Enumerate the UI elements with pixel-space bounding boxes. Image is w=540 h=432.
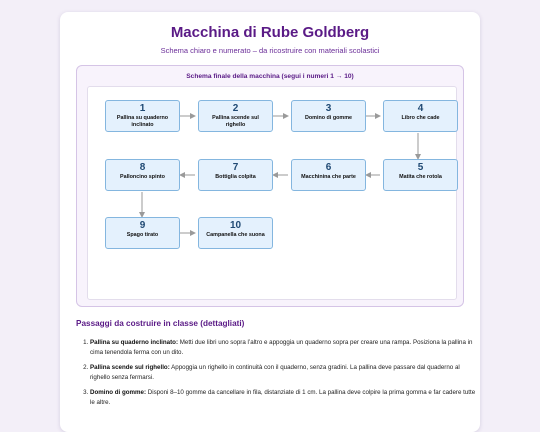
node-10: 10 Campanella che suona bbox=[198, 217, 273, 249]
node-number: 1 bbox=[139, 103, 146, 114]
node-label: Campanella che suona bbox=[206, 232, 265, 238]
node-label: Matita che rotola bbox=[399, 174, 442, 180]
step-name: Pallina su quaderno inclinato: bbox=[90, 339, 179, 346]
node-label: Spago tirato bbox=[126, 232, 159, 238]
page-title: Macchina di Rube Goldberg bbox=[170, 24, 370, 41]
node-number: 5 bbox=[417, 162, 424, 173]
node-2: 2 Pallina scende sul righello bbox=[198, 100, 273, 132]
node-number: 10 bbox=[229, 220, 242, 231]
node-4: 4 Libro che cade bbox=[383, 100, 458, 132]
node-label: Bottiglia colpita bbox=[215, 174, 256, 180]
diagram-title: Schema finale della macchina (segui i nu… bbox=[186, 73, 354, 80]
step-text: Disponi 8–10 gomme da cancellare in fila… bbox=[90, 389, 476, 406]
node-label: Domino di gomme bbox=[304, 115, 353, 121]
node-3: 3 Domino di gomme bbox=[291, 100, 366, 132]
node-9: 9 Spago tirato bbox=[105, 217, 180, 249]
step-item: Pallina su quaderno inclinato: Metti due… bbox=[90, 338, 480, 358]
node-number: 6 bbox=[325, 162, 332, 173]
step-name: Pallina scende sul righello: bbox=[90, 364, 170, 371]
node-label: Palloncino spinto bbox=[120, 174, 165, 180]
steps-title: Passaggi da costruire in classe (dettagl… bbox=[76, 319, 245, 328]
step-name: Domino di gomme: bbox=[90, 389, 147, 396]
step-text: Appoggia un righello in continuità con i… bbox=[90, 364, 460, 381]
node-label: Macchinina che parte bbox=[301, 174, 356, 180]
node-number: 2 bbox=[232, 103, 239, 114]
node-8: 8 Palloncino spinto bbox=[105, 159, 180, 191]
node-number: 8 bbox=[139, 162, 146, 173]
step-item: Domino di gomme: Disponi 8–10 gomme da c… bbox=[90, 388, 480, 408]
steps-list: Pallina su quaderno inclinato: Metti due… bbox=[76, 338, 480, 413]
node-label: Pallina su quaderno inclinato bbox=[116, 115, 169, 128]
node-number: 3 bbox=[325, 103, 332, 114]
node-1: 1 Pallina su quaderno inclinato bbox=[105, 100, 180, 132]
node-7: 7 Bottiglia colpita bbox=[198, 159, 273, 191]
node-number: 7 bbox=[232, 162, 239, 173]
page-subtitle: Schema chiaro e numerato – da ricostruir… bbox=[160, 46, 380, 55]
step-item: Pallina scende sul righello: Appoggia un… bbox=[90, 363, 480, 383]
node-label: Libro che cade bbox=[401, 115, 440, 121]
diagram-section: Schema finale della macchina (segui i nu… bbox=[76, 65, 464, 307]
node-6: 6 Macchinina che parte bbox=[291, 159, 366, 191]
diagram-canvas: 1 Pallina su quaderno inclinato 2 Pallin… bbox=[87, 86, 458, 300]
main-card: Macchina di Rube Goldberg Schema chiaro … bbox=[60, 12, 480, 432]
flow-arrows bbox=[139, 113, 421, 236]
node-number: 9 bbox=[139, 220, 146, 231]
node-label: Pallina scende sul righello bbox=[212, 115, 259, 128]
node-5: 5 Matita che rotola bbox=[383, 159, 458, 191]
step-text: Metti due libri uno sopra l’altro e appo… bbox=[90, 339, 473, 356]
node-number: 4 bbox=[417, 103, 424, 114]
